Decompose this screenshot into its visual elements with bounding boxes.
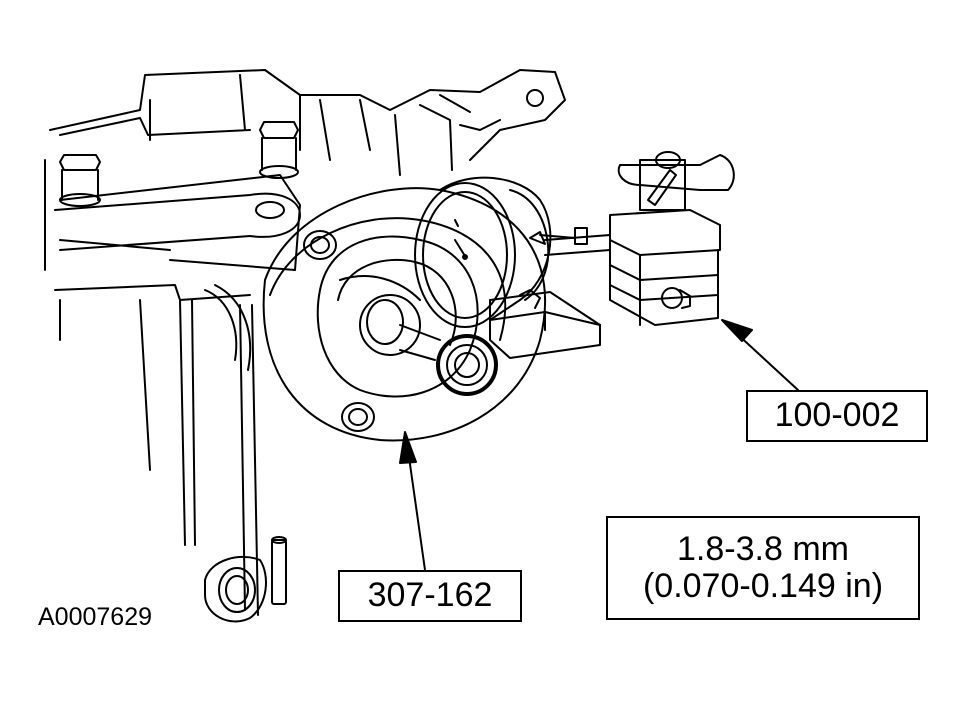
specification-box: 1.8-3.8 mm (0.070-0.149 in) bbox=[606, 516, 920, 620]
dial-indicator bbox=[414, 176, 588, 328]
figure-id: A0007629 bbox=[38, 603, 153, 631]
shaft-roller bbox=[436, 334, 498, 396]
tool-callout-307-162: 307-162 bbox=[338, 570, 522, 622]
spec-inch: (0.070-0.149 in) bbox=[642, 567, 884, 605]
housing-screw bbox=[526, 89, 544, 107]
leader-arrow-307-162 bbox=[399, 431, 426, 571]
housing-bolt-right bbox=[259, 121, 299, 179]
pin bbox=[271, 536, 287, 605]
magnetic-base-tool bbox=[544, 151, 735, 326]
indicator-base-block bbox=[489, 291, 601, 359]
tool-callout-100-002: 100-002 bbox=[746, 390, 928, 442]
housing-bolt-left bbox=[59, 154, 101, 207]
bracket-arm bbox=[54, 192, 301, 251]
seal-ring bbox=[204, 555, 267, 623]
spec-mm: 1.8-3.8 mm bbox=[677, 529, 849, 568]
tool-callout-label: 100-002 bbox=[774, 396, 900, 435]
leader-arrow-100-002 bbox=[721, 319, 799, 391]
tool-callout-label: 307-162 bbox=[367, 576, 493, 615]
